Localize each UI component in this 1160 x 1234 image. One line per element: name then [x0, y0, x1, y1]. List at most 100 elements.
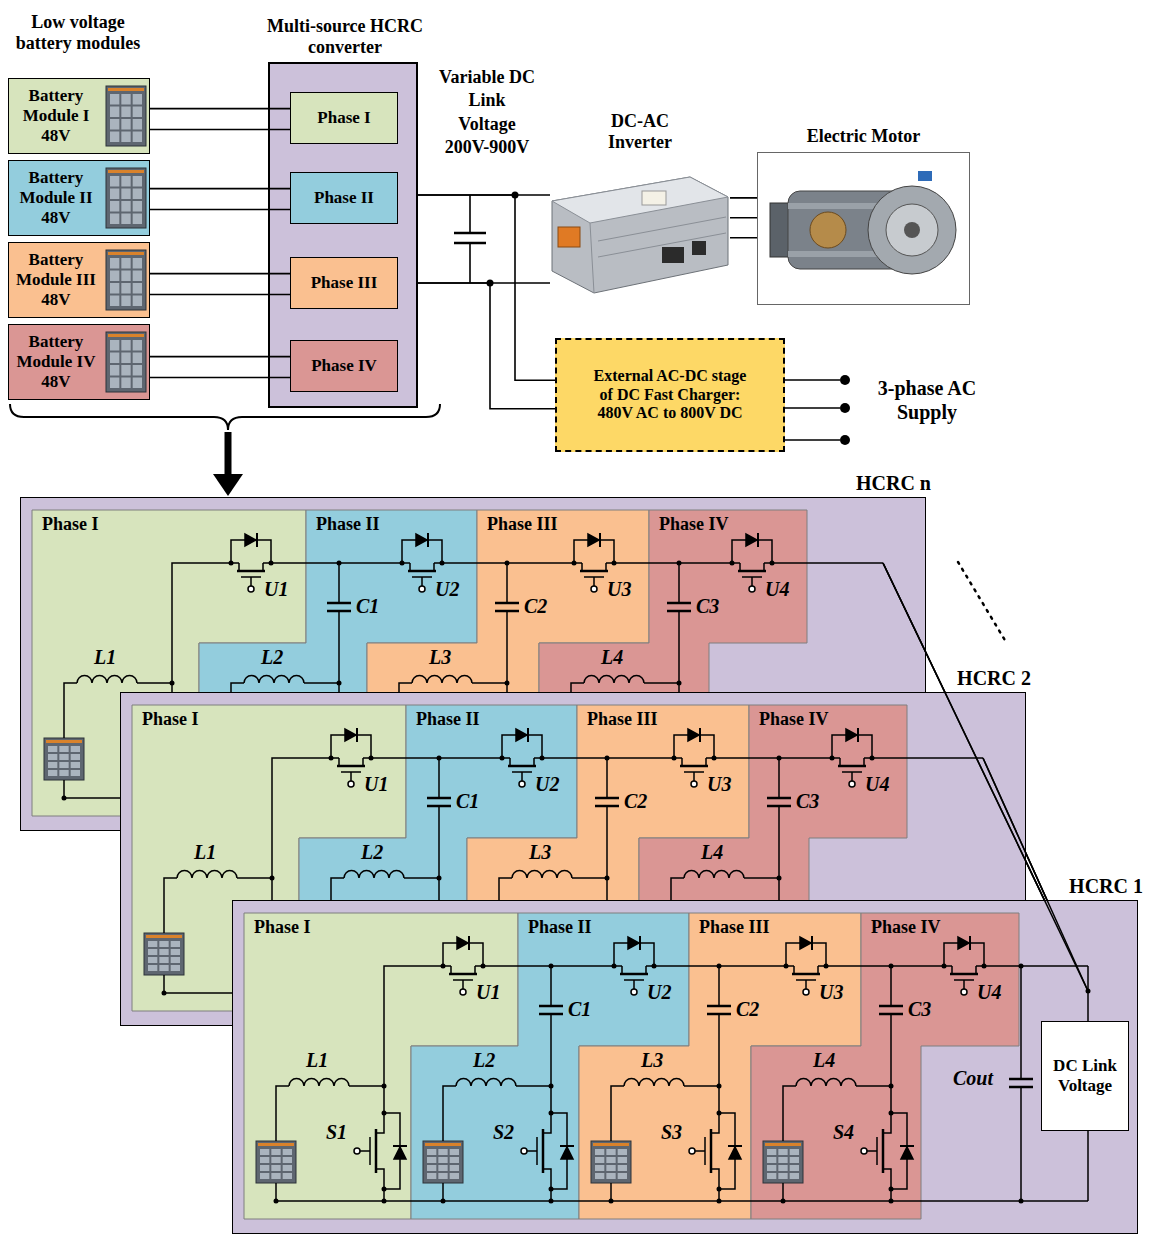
circuit-wire	[572, 877, 607, 879]
diode-symbol	[345, 729, 356, 741]
junction-dot	[777, 756, 782, 761]
capacitor-label: C1	[456, 790, 479, 814]
circuit-wire	[778, 758, 780, 878]
diode-symbol	[628, 937, 639, 949]
junction-dot	[441, 964, 446, 969]
battery-cell	[121, 132, 130, 143]
battery-cell	[71, 770, 80, 776]
phase-name: Phase IV	[659, 514, 729, 535]
circuit-wire	[976, 965, 1088, 967]
gate-terminal	[460, 989, 466, 995]
battery-cell	[110, 340, 119, 351]
module-name: Battery Module IV 48V	[11, 332, 101, 392]
inductor-label: L2	[473, 1049, 495, 1073]
battery-cell	[133, 201, 142, 212]
gate-terminal	[248, 586, 254, 592]
battery-cell	[171, 949, 180, 955]
battery-photo	[591, 1141, 631, 1183]
circuit-wire	[276, 1086, 289, 1141]
junction-dot	[549, 964, 554, 969]
charger-text: External AC-DC stage of DC Fast Charger:…	[589, 367, 752, 424]
switch-symbol	[337, 765, 365, 768]
battery-cell	[71, 754, 80, 760]
switch-symbol	[954, 980, 974, 989]
battery-cell	[121, 189, 130, 200]
switch-symbol	[624, 980, 644, 989]
battery-cell	[171, 941, 180, 947]
phase-name: Phase III	[587, 709, 658, 730]
inductor-label: L3	[429, 646, 451, 670]
battery-cell	[133, 258, 142, 269]
circuit-wire	[64, 683, 77, 738]
junction-dot	[717, 1111, 722, 1116]
gate-terminal	[861, 1148, 867, 1154]
diode-symbol	[527, 728, 529, 742]
switch-symbol	[584, 577, 604, 586]
battery-bus	[146, 935, 182, 938]
battery-cell	[283, 1165, 292, 1171]
battery-bus	[108, 88, 144, 91]
junction-dot	[717, 1187, 722, 1192]
battery-cell	[595, 1157, 604, 1163]
circuit-wire	[744, 877, 779, 879]
gate-terminal	[849, 781, 855, 787]
battery-bus	[258, 1143, 294, 1146]
capacitor-plate	[879, 1006, 903, 1014]
battery-cell	[121, 107, 130, 118]
junction-dot	[437, 876, 442, 881]
battery-photo	[106, 168, 146, 228]
junction-dot	[1019, 1199, 1024, 1204]
capacitor-symbol	[469, 195, 471, 283]
junction-dot	[830, 756, 835, 761]
capacitor-plate	[667, 603, 691, 611]
battery-module: Battery Module I 48V	[8, 78, 150, 154]
capacitor-plate	[539, 1006, 563, 1014]
phase-box: Phase III	[290, 257, 398, 309]
circuit-wire	[376, 1169, 384, 1201]
circuit-wire	[506, 563, 508, 683]
inverter-photo	[552, 177, 728, 293]
junction-dot	[269, 561, 274, 566]
capacitor-label: C1	[356, 595, 379, 619]
inductor-label: L4	[701, 841, 723, 865]
junction-dot	[982, 964, 987, 969]
circuit-wire	[472, 682, 507, 684]
diode-symbol	[516, 729, 527, 741]
junction-dot	[1086, 989, 1091, 994]
capacitor-label: C3	[796, 790, 819, 814]
module-name: Battery Module III 48V	[11, 250, 101, 310]
battery-cell	[71, 746, 80, 752]
junction-dot	[500, 756, 505, 761]
battery-cell	[110, 94, 119, 105]
circuit-wire	[137, 682, 172, 684]
battery-module: Battery Module II 48V	[8, 160, 150, 236]
diode-symbol	[746, 534, 757, 546]
circuit-wire	[606, 758, 608, 878]
phase-box: Phase I	[290, 92, 398, 144]
battery-cell	[790, 1149, 799, 1155]
battery-cell	[121, 353, 130, 364]
switch-label: S4	[833, 1121, 854, 1145]
junction-dot	[605, 876, 610, 881]
battery-cell	[148, 941, 157, 947]
switch-symbol	[867, 1137, 877, 1165]
switch-symbol	[408, 570, 436, 573]
motor-box: Electric Motor	[757, 152, 970, 305]
circuit-wire	[890, 966, 892, 1086]
switch-label: U3	[707, 773, 731, 797]
phase-name: Phase IV	[871, 917, 941, 938]
circuit-wire	[678, 563, 680, 683]
battery-cell	[133, 271, 142, 282]
junction-dot	[62, 796, 67, 801]
battery-cell	[59, 754, 68, 760]
junction-dot	[440, 561, 445, 566]
capacitor-plate	[767, 798, 791, 806]
capacitor-label: C3	[908, 998, 931, 1022]
battery-cell	[110, 365, 119, 376]
battery-cell	[438, 1165, 447, 1171]
diode-symbol	[901, 1147, 913, 1159]
capacitor-label: C2	[736, 998, 759, 1022]
diode-symbol	[599, 533, 601, 547]
battery-photo	[763, 1141, 803, 1183]
switch-label: U3	[819, 981, 843, 1005]
